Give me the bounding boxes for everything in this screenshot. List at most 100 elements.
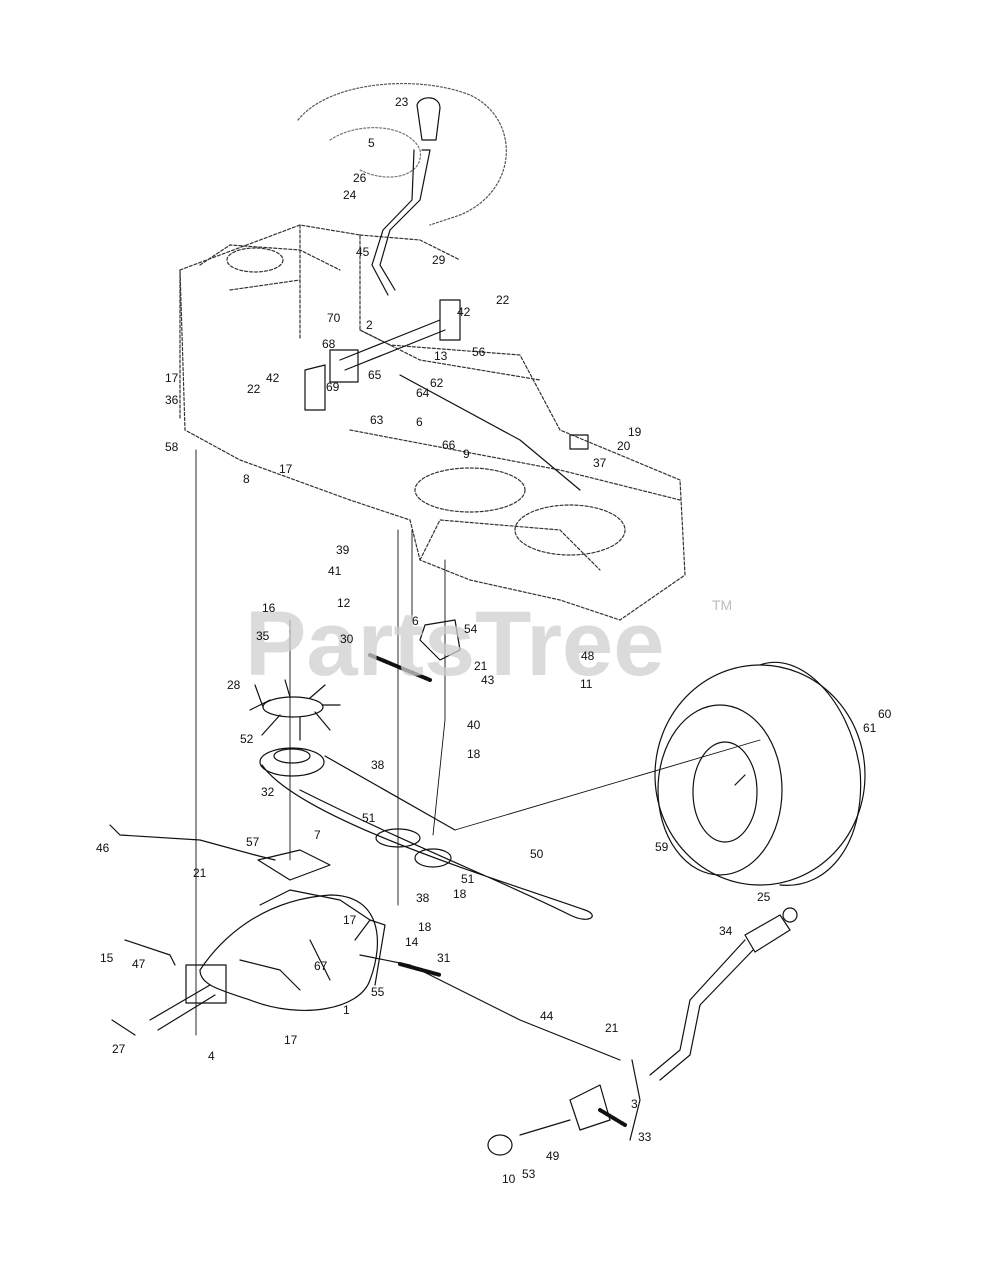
part-callout-20: 20: [617, 439, 631, 453]
part-callout-17: 17: [343, 913, 357, 927]
part-callout-18: 18: [453, 887, 467, 901]
part-callout-2: 2: [366, 318, 373, 332]
part-callout-3: 3: [631, 1097, 638, 1111]
part-callout-36: 36: [165, 393, 179, 407]
part-callout-55: 55: [371, 985, 385, 999]
link-rod: [109, 824, 276, 861]
part-callout-50: 50: [530, 847, 544, 861]
idler-pulley-2: [414, 848, 452, 868]
part-callout-27: 27: [112, 1042, 126, 1056]
part-callout-51: 51: [362, 811, 376, 825]
alignment-lines: [195, 449, 446, 1036]
bracket-left: [304, 364, 326, 411]
pedal-assembly: [487, 907, 798, 1156]
shift-knob: [416, 97, 441, 141]
part-callout-57: 57: [246, 835, 260, 849]
part-callout-45: 45: [356, 245, 370, 259]
pin: [111, 1019, 136, 1036]
part-callout-25: 25: [757, 890, 771, 904]
cooling-fan: [249, 679, 341, 741]
part-callout-65: 65: [368, 368, 382, 382]
bracket: [439, 299, 461, 341]
part-callout-21: 21: [474, 659, 488, 673]
brake-rod: [359, 954, 621, 1061]
part-callout-5: 5: [368, 136, 375, 150]
part-callout-31: 31: [437, 951, 451, 965]
shift-rod: [339, 319, 446, 371]
part-callout-61: 61: [863, 721, 877, 735]
part-callout-18: 18: [418, 920, 432, 934]
part-callout-10: 10: [502, 1172, 516, 1186]
part-callout-56: 56: [472, 345, 486, 359]
pulley: [259, 747, 325, 777]
part-callout-13: 13: [434, 349, 448, 363]
tractor-frame: [179, 224, 686, 621]
part-callout-22: 22: [496, 293, 510, 307]
part-callout-47: 47: [132, 957, 146, 971]
part-callout-18: 18: [467, 747, 481, 761]
spring: [368, 653, 432, 682]
part-callout-30: 30: [340, 632, 354, 646]
part-callout-42: 42: [266, 371, 280, 385]
part-callout-53: 53: [522, 1167, 536, 1181]
idler-bracket: [419, 619, 461, 661]
part-callout-52: 52: [240, 732, 254, 746]
watermark-text: PartsTree: [245, 593, 664, 695]
part-callout-42: 42: [457, 305, 471, 319]
part-callout-4: 4: [208, 1049, 215, 1063]
shift-block: [329, 349, 359, 383]
part-callout-40: 40: [467, 718, 481, 732]
part-callout-34: 34: [719, 924, 733, 938]
part-callout-1: 1: [343, 1003, 350, 1017]
part-callout-44: 44: [540, 1009, 554, 1023]
part-callout-33: 33: [638, 1130, 652, 1144]
part-callout-38: 38: [371, 758, 385, 772]
seat-outline: [297, 82, 507, 226]
part-callout-6: 6: [412, 614, 419, 628]
part-callout-38: 38: [416, 891, 430, 905]
part-callout-26: 26: [353, 171, 367, 185]
part-callout-8: 8: [243, 472, 250, 486]
part-callout-7: 7: [314, 828, 321, 842]
part-callout-48: 48: [581, 649, 595, 663]
part-callout-24: 24: [343, 188, 357, 202]
part-callout-28: 28: [227, 678, 241, 692]
part-callout-21: 21: [605, 1021, 619, 1035]
part-callout-21: 21: [193, 866, 207, 880]
part-callout-46: 46: [96, 841, 110, 855]
part-callout-66: 66: [442, 438, 456, 452]
part-callout-17: 17: [165, 371, 179, 385]
tire-leader: [454, 739, 761, 831]
part-callout-32: 32: [261, 785, 275, 799]
part-callout-43: 43: [481, 673, 495, 687]
part-callout-11: 11: [580, 677, 593, 691]
part-callout-62: 62: [430, 376, 444, 390]
rod: [399, 374, 581, 491]
part-callout-70: 70: [327, 311, 341, 325]
part-callout-6: 6: [416, 415, 423, 429]
part-callout-15: 15: [100, 951, 114, 965]
part-callout-29: 29: [432, 253, 446, 267]
idler-pulley: [375, 828, 421, 848]
part-callout-58: 58: [165, 440, 179, 454]
plate: [257, 849, 331, 881]
rear-tire: [654, 661, 866, 886]
bypass-rod: [124, 939, 176, 966]
part-callout-59: 59: [655, 840, 669, 854]
part-callout-54: 54: [464, 622, 478, 636]
part-callout-60: 60: [878, 707, 892, 721]
part-callout-23: 23: [395, 95, 409, 109]
part-callout-64: 64: [416, 386, 430, 400]
part-callout-12: 12: [337, 596, 351, 610]
part-callout-63: 63: [370, 413, 384, 427]
drive-belt: [261, 755, 593, 920]
part-callout-41: 41: [328, 564, 342, 578]
seat-outline-inner: [329, 127, 421, 178]
part-callout-51: 51: [461, 872, 475, 886]
part-callout-19: 19: [628, 425, 642, 439]
part-callout-22: 22: [247, 382, 261, 396]
part-callout-49: 49: [546, 1149, 560, 1163]
